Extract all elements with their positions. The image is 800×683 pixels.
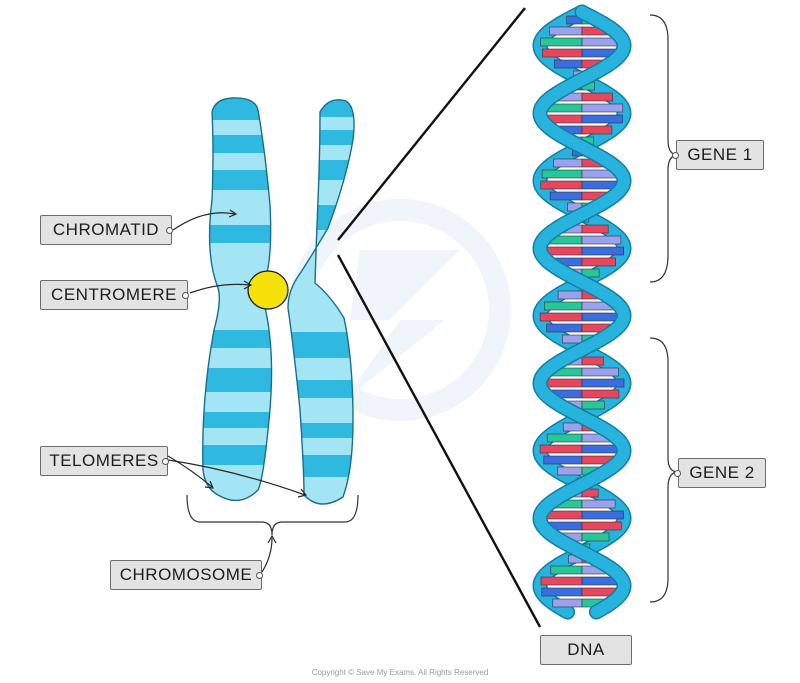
gene-1-label-ring bbox=[672, 152, 679, 159]
dna-base-left bbox=[550, 565, 583, 575]
gene-2-label: GENE 2 bbox=[678, 458, 766, 488]
dna-base-left bbox=[540, 576, 583, 586]
dna-base-right bbox=[581, 488, 599, 498]
centromere-dot bbox=[247, 270, 289, 310]
dna-base-left bbox=[553, 158, 583, 168]
dna-base-right bbox=[581, 400, 605, 410]
dna-base-left bbox=[541, 587, 583, 597]
centromere-label-ring bbox=[182, 292, 189, 299]
gene-2-label-ring bbox=[674, 470, 681, 477]
dna-base-right bbox=[581, 356, 604, 366]
chromatid-label: CHROMATID bbox=[40, 215, 172, 245]
dna-base-left bbox=[542, 48, 583, 58]
dna-base-left bbox=[552, 598, 583, 608]
zoom-lines bbox=[336, 7, 542, 628]
dna-base-right bbox=[581, 389, 620, 399]
dna-base-right bbox=[581, 510, 624, 520]
gene-1-label-text: GENE 1 bbox=[687, 145, 753, 164]
gene-2-label-text: GENE 2 bbox=[689, 463, 755, 482]
dna-base-left bbox=[549, 26, 583, 36]
copyright-notice: Copyright © Save My Exams. All Rights Re… bbox=[311, 668, 489, 677]
dna-base-right bbox=[581, 235, 622, 245]
dna-base-right bbox=[581, 378, 625, 388]
dna-base-left bbox=[561, 334, 583, 344]
dna-base-left bbox=[541, 169, 583, 179]
chromosome-label-ring bbox=[256, 572, 263, 579]
gene-2-brace bbox=[649, 337, 679, 603]
dna-base-right bbox=[581, 268, 600, 278]
telomeres-label: TELOMERES bbox=[40, 446, 168, 476]
dna-base-left bbox=[546, 433, 583, 443]
dna-base-left bbox=[562, 422, 583, 432]
dna-base-left bbox=[543, 455, 583, 465]
dna-base-left bbox=[543, 301, 583, 311]
telomeres-label-text: TELOMERES bbox=[49, 451, 159, 470]
dna-base-right bbox=[581, 499, 616, 509]
dna-base-left bbox=[540, 180, 583, 190]
dna-base-left bbox=[539, 444, 583, 454]
dna-base-left bbox=[553, 59, 583, 69]
dna-base-left bbox=[549, 191, 583, 201]
dna-base-left bbox=[556, 466, 583, 476]
dna-base-left bbox=[539, 312, 583, 322]
dna-base-right bbox=[581, 114, 623, 124]
gene-1-label: GENE 1 bbox=[676, 140, 764, 170]
pointer-arrows bbox=[167, 209, 308, 573]
dna-base-right bbox=[581, 92, 613, 102]
dna-double-helix bbox=[532, 4, 632, 620]
chromosome-label: CHROMOSOME bbox=[110, 560, 262, 590]
dna-front-strand bbox=[533, 6, 631, 618]
dna-base-left bbox=[557, 290, 583, 300]
telomeres-label-ring bbox=[162, 458, 169, 465]
centromere-label: CENTROMERE bbox=[40, 280, 188, 310]
dna-base-right bbox=[581, 125, 613, 135]
dna-label: DNA bbox=[540, 635, 632, 665]
chromosome-label-text: CHROMOSOME bbox=[119, 565, 253, 584]
dna-label-text: DNA bbox=[567, 640, 605, 659]
dna-base-right bbox=[581, 257, 617, 267]
dna-base-left bbox=[546, 323, 583, 333]
dna-base-left bbox=[540, 37, 583, 47]
dna-base-right bbox=[581, 521, 622, 531]
dna-base-right bbox=[581, 246, 625, 256]
chromatid-label-text: CHROMATID bbox=[52, 220, 160, 239]
gene-1-brace bbox=[649, 14, 679, 283]
chromatid-left bbox=[202, 97, 273, 502]
dna-base-right bbox=[581, 367, 619, 377]
dna-base-right bbox=[581, 103, 624, 113]
chromatid-label-ring bbox=[166, 227, 173, 234]
centromere-label-text: CENTROMERE bbox=[51, 285, 177, 304]
dna-base-right bbox=[581, 532, 610, 542]
dna-base-right bbox=[581, 224, 609, 234]
